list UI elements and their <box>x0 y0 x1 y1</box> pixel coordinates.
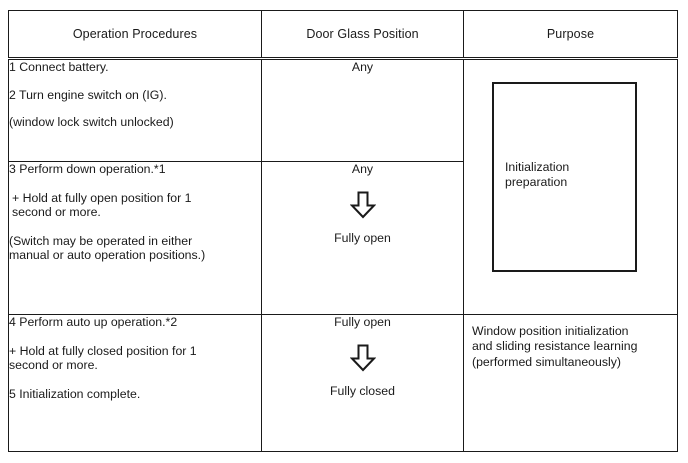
col-header-operation-procedures: Operation Procedures <box>8 10 262 60</box>
glass-position-to-2: Fully open <box>334 231 391 246</box>
purpose-cell-2: Window position initialization and slidi… <box>463 314 678 452</box>
table-row: 3 Perform down operation.*1 + Hold at fu… <box>8 161 678 316</box>
door-glass-position-cell-3: Fully open Fully closed <box>261 314 464 452</box>
down-arrow-icon <box>349 191 376 219</box>
glass-position-from-1: Any <box>351 60 374 74</box>
col-header-purpose: Purpose <box>463 10 678 60</box>
procedure-step-5: 5 Initialization complete. <box>9 386 141 401</box>
operation-procedures-cell-2: 3 Perform down operation.*1 + Hold at fu… <box>8 161 262 316</box>
initialization-procedure-table: Operation Procedures Door Glass Position… <box>8 10 678 452</box>
initialization-preparation-box: Initialization preparation <box>492 82 637 272</box>
door-glass-position-cell-1: Any <box>261 57 464 163</box>
procedure-hold-note-up: + Hold at fully closed position for 1 se… <box>9 343 197 373</box>
door-glass-position-cell-2: Any Fully open <box>261 161 464 316</box>
col-header-purpose-label: Purpose <box>546 26 595 41</box>
procedure-step-2: 2 Turn engine switch on (IG). <box>9 87 167 102</box>
glass-position-to-3: Fully closed <box>330 384 395 398</box>
procedure-step-4: 4 Perform auto up operation.*2 <box>9 315 178 330</box>
procedure-step-3: 3 Perform down operation.*1 <box>9 162 166 177</box>
procedure-note-1: (window lock switch unlocked) <box>9 115 174 129</box>
glass-position-from-2: Any <box>351 162 374 177</box>
down-arrow-icon <box>349 344 376 372</box>
col-header-door-glass-position-label: Door Glass Position <box>306 26 419 41</box>
table-header-row: Operation Procedures Door Glass Position… <box>8 10 678 60</box>
procedure-step-1: 1 Connect battery. <box>9 60 109 74</box>
table-row: 4 Perform auto up operation.*2 + Hold at… <box>8 314 678 452</box>
operation-procedures-cell-3: 4 Perform auto up operation.*2 + Hold at… <box>8 314 262 452</box>
procedure-hold-note-down: + Hold at fully open position for 1 seco… <box>12 190 192 220</box>
initialization-preparation-label: Initialization preparation <box>505 160 570 190</box>
col-header-operation-procedures-label: Operation Procedures <box>72 26 198 41</box>
col-header-door-glass-position: Door Glass Position <box>261 10 464 60</box>
purpose-description: Window position initialization and slidi… <box>472 324 638 369</box>
procedure-switch-note: (Switch may be operated in either manual… <box>9 233 206 263</box>
table-row: 1 Connect battery. 2 Turn engine switch … <box>8 57 678 316</box>
operation-procedures-cell-1: 1 Connect battery. 2 Turn engine switch … <box>8 57 262 163</box>
glass-position-from-3: Fully open <box>334 315 391 330</box>
purpose-cell-1: Initialization preparation <box>463 57 678 316</box>
